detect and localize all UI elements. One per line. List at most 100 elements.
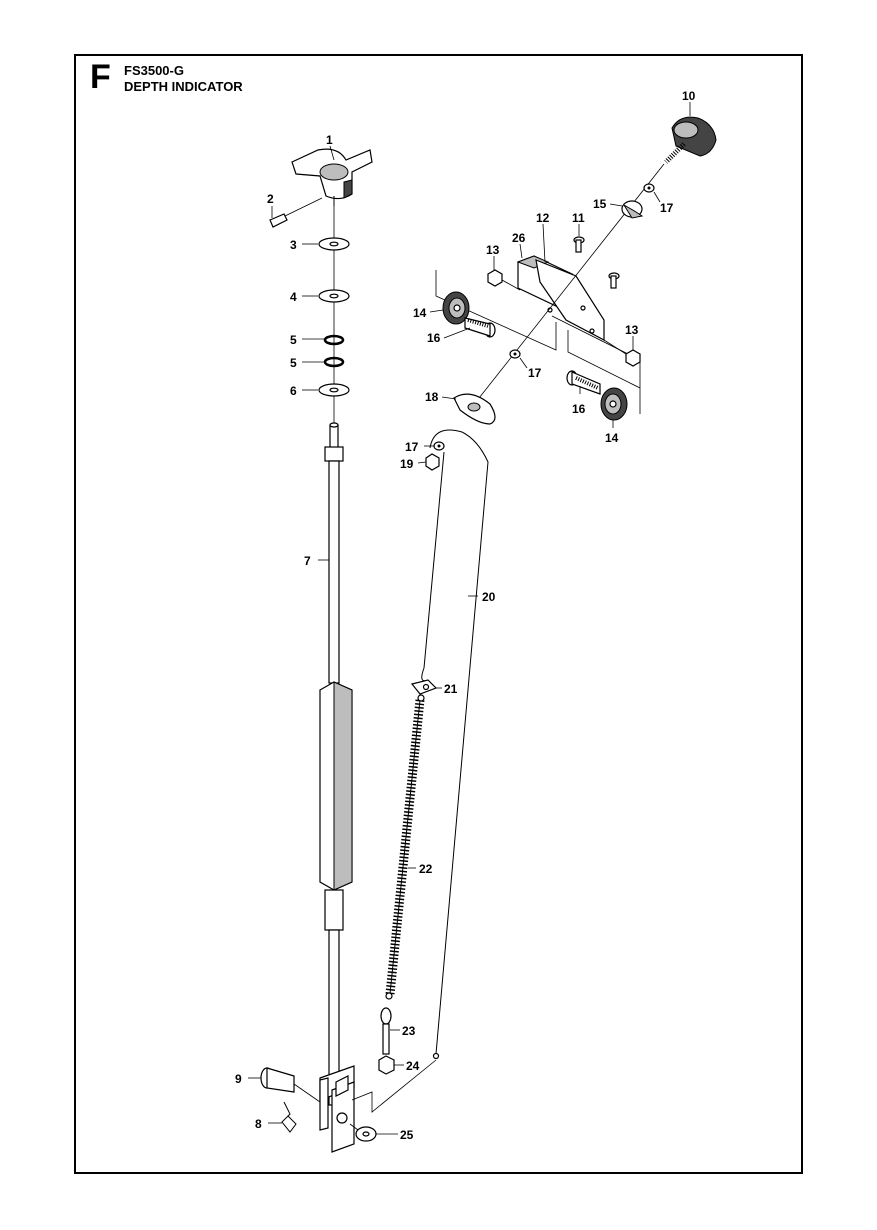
svg-text:16: 16 [572, 402, 586, 416]
rod-bottom-bracket [319, 1065, 355, 1153]
callout-21: 21 [436, 682, 458, 696]
part-23-eye-bolt [380, 1007, 392, 1055]
callout-6: 6 [290, 384, 318, 398]
diagram-subtitle: DEPTH INDICATOR [124, 79, 243, 94]
part-17-washer-c [433, 441, 445, 451]
svg-text:3: 3 [290, 238, 297, 252]
callout-25: 25 [376, 1128, 414, 1142]
svg-text:10: 10 [682, 89, 696, 103]
callout-5a: 5 [290, 333, 324, 347]
section-letter: F [90, 58, 111, 96]
svg-text:20: 20 [482, 590, 496, 604]
svg-text:14: 14 [605, 431, 619, 445]
callout-8: 8 [255, 1117, 282, 1131]
svg-text:13: 13 [486, 243, 500, 257]
part-24-nut [378, 1055, 395, 1075]
part-5-o-ring-a [323, 334, 345, 346]
callout-13b: 13 [625, 323, 639, 350]
part-11-screw-b [608, 272, 620, 289]
callout-22: 22 [408, 862, 433, 876]
callout-9: 9 [235, 1072, 261, 1086]
part-12-plate [535, 259, 605, 341]
part-16-bolt-a [464, 317, 496, 338]
callout-15: 15 [593, 197, 623, 211]
svg-text:4: 4 [290, 290, 297, 304]
callout-23: 23 [390, 1024, 416, 1038]
part-14-roller-b [600, 387, 628, 421]
part-9-clevis-pin [260, 1067, 321, 1103]
part-16-bolt-b [566, 370, 601, 395]
svg-text:18: 18 [425, 390, 439, 404]
callout-13a: 13 [486, 243, 500, 270]
part-13-nut-a [487, 269, 521, 291]
callout-7: 7 [304, 554, 329, 568]
callout-3: 3 [290, 238, 318, 252]
callout-19: 19 [400, 457, 427, 471]
svg-text:16: 16 [427, 331, 441, 345]
svg-text:9: 9 [235, 1072, 242, 1086]
svg-text:25: 25 [400, 1128, 414, 1142]
callout-24: 24 [394, 1059, 420, 1073]
svg-text:14: 14 [413, 306, 427, 320]
plate-outline-left [435, 270, 557, 351]
part-7-rod [319, 422, 353, 1106]
part-14-roller-a [442, 291, 470, 325]
part-19-nut [425, 453, 440, 471]
callout-16b: 16 [572, 386, 586, 416]
part-21-link [410, 679, 438, 695]
callout-11: 11 [572, 211, 585, 236]
part-22-spring [385, 694, 425, 1000]
callout-14b: 14 [605, 420, 619, 445]
callout-4: 4 [290, 290, 318, 304]
svg-text:11: 11 [572, 211, 585, 225]
svg-text:21: 21 [444, 682, 458, 696]
callout-2: 2 [267, 192, 274, 218]
callout-16a: 16 [427, 327, 471, 345]
svg-text:8: 8 [255, 1117, 262, 1131]
diagram-frame [74, 54, 803, 1174]
callout-1: 1 [326, 133, 335, 161]
callout-10: 10 [682, 89, 696, 116]
part-8-hair-clip [281, 1101, 297, 1133]
svg-text:12: 12 [536, 211, 550, 225]
svg-text:24: 24 [406, 1059, 420, 1073]
svg-text:2: 2 [267, 192, 274, 206]
part-3-washer [318, 237, 350, 251]
part-18-disc [453, 393, 496, 425]
svg-text:6: 6 [290, 384, 297, 398]
part-20-cable [421, 429, 489, 1060]
svg-text:5: 5 [290, 356, 297, 370]
bracket-lead [351, 1059, 437, 1113]
part-1-t-handle [291, 148, 373, 206]
svg-text:17: 17 [405, 440, 419, 454]
callout-17c: 17 [405, 440, 434, 454]
svg-text:7: 7 [304, 554, 311, 568]
svg-text:17: 17 [528, 366, 542, 380]
part-11-screw [573, 236, 585, 253]
svg-text:19: 19 [400, 457, 414, 471]
part-5-o-ring-b [323, 356, 345, 368]
part-6-washer [318, 383, 350, 397]
part-13-nut-b [603, 339, 641, 367]
callout-17a: 17 [653, 191, 674, 215]
callout-12: 12 [536, 211, 550, 263]
callout-26: 26 [512, 231, 526, 259]
callout-14a: 14 [413, 306, 444, 320]
part-2-pin [269, 197, 323, 228]
part-4-washer [318, 289, 350, 303]
part-25-washer [349, 1123, 377, 1142]
callout-20: 20 [468, 590, 496, 604]
callout-5b: 5 [290, 356, 324, 370]
svg-text:22: 22 [419, 862, 433, 876]
svg-text:15: 15 [593, 197, 607, 211]
callout-18: 18 [425, 390, 457, 404]
part-17-washer-a [643, 183, 655, 193]
svg-text:23: 23 [402, 1024, 416, 1038]
svg-text:13: 13 [625, 323, 639, 337]
svg-text:17: 17 [660, 201, 674, 215]
part-15-bushing [621, 200, 644, 219]
svg-text:26: 26 [512, 231, 526, 245]
part-17-washer-b [509, 349, 521, 359]
svg-text:1: 1 [326, 133, 333, 147]
